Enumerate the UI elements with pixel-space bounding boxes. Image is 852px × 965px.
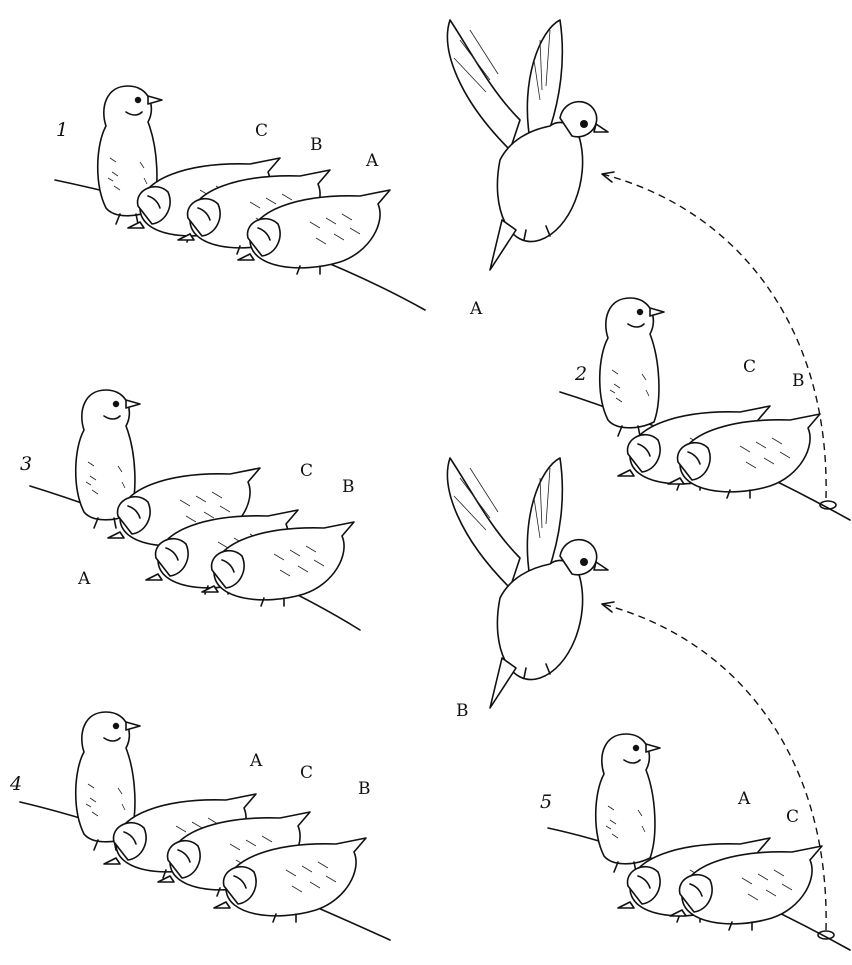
bird-label-c: C (743, 357, 756, 377)
bird-label-c: C (255, 121, 268, 141)
flying-bird-a (448, 20, 609, 270)
panel-4: 4 A C B (9, 712, 390, 940)
perched-bird (596, 734, 660, 872)
bird-label-b: B (310, 135, 323, 155)
panel-1: 1 C B A (55, 86, 425, 310)
flying-label-a: A (469, 299, 483, 319)
flying-bird-b (448, 458, 609, 708)
bird-label-c: C (786, 807, 799, 827)
bird-label-c: C (300, 763, 313, 783)
bird-label-a: A (77, 569, 91, 589)
perched-bird (600, 298, 664, 436)
bird-label-a: A (737, 789, 751, 809)
arrowhead (602, 602, 614, 612)
bird-label-b: B (358, 779, 371, 799)
panel-number: 5 (540, 791, 552, 813)
bird-label-a: A (365, 151, 379, 171)
flying-label-b: B (456, 701, 469, 721)
panel-5: 5 A C (540, 734, 850, 950)
bird-label-b: B (792, 371, 805, 391)
panel-number: 4 (9, 773, 22, 795)
arrowhead (602, 172, 614, 182)
panel-number: 3 (20, 453, 32, 475)
bird-label-c: C (300, 461, 313, 481)
panel-2: 2 C B (560, 298, 850, 520)
panel-3: 3 A C B (20, 390, 360, 630)
bird-label-a: A (249, 751, 263, 771)
panel-number: 1 (56, 119, 68, 141)
panel-number: 2 (574, 363, 587, 385)
bird-label-b: B (342, 477, 355, 497)
